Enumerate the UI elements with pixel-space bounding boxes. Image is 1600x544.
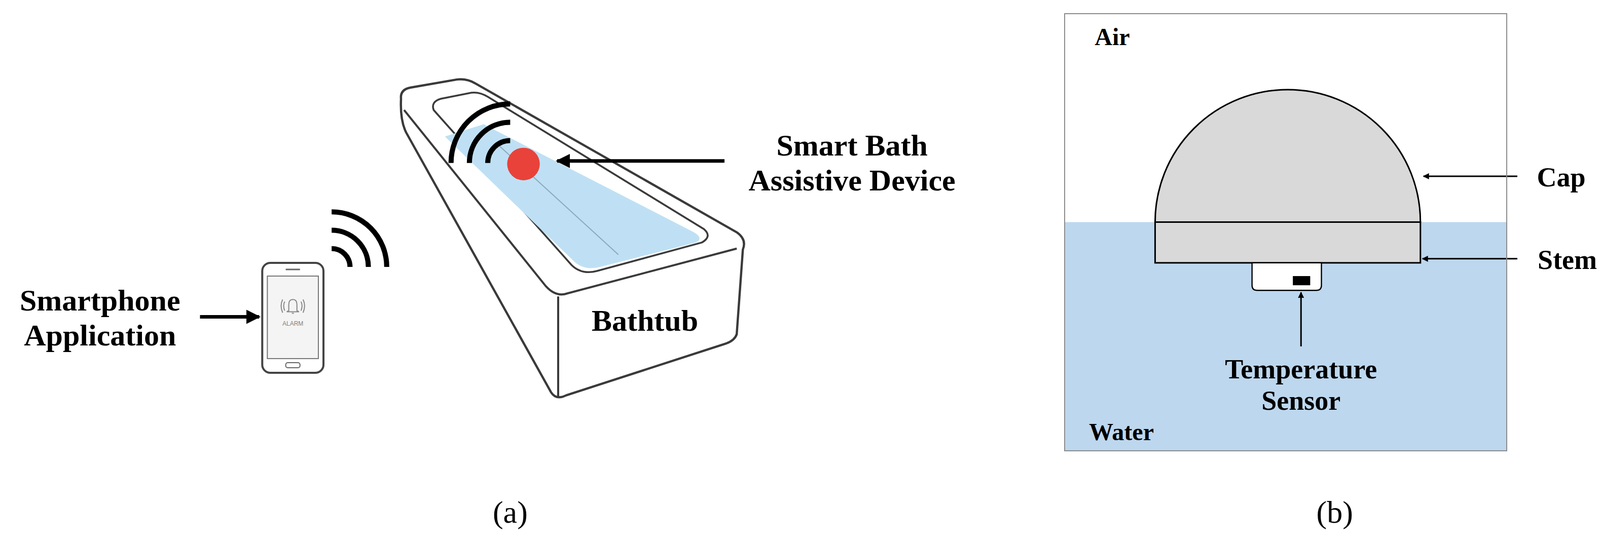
panel-label: (b) — [1304, 494, 1366, 531]
smartphone: ALARM — [262, 263, 324, 374]
device-dot — [506, 148, 540, 181]
region-label: Air — [1081, 22, 1143, 51]
screen-text: ALARM — [277, 320, 309, 329]
callout-label: Smartphone Application — [8, 283, 192, 354]
bathtub-drawing — [401, 79, 745, 398]
part-label: Bathtub — [578, 303, 711, 339]
float-cross-section — [1064, 89, 1508, 452]
bathtub: Bathtub — [397, 76, 747, 402]
panel-label: (a) — [479, 494, 541, 531]
region-label: Water — [1075, 418, 1168, 447]
part-label: Temperature Sensor — [1217, 353, 1385, 417]
part-label: Cap — [1525, 161, 1597, 194]
smartphone-drawing — [262, 211, 387, 374]
callout-label: Smart Bath Assistive Device — [733, 128, 972, 199]
part-label: Stem — [1526, 244, 1600, 276]
